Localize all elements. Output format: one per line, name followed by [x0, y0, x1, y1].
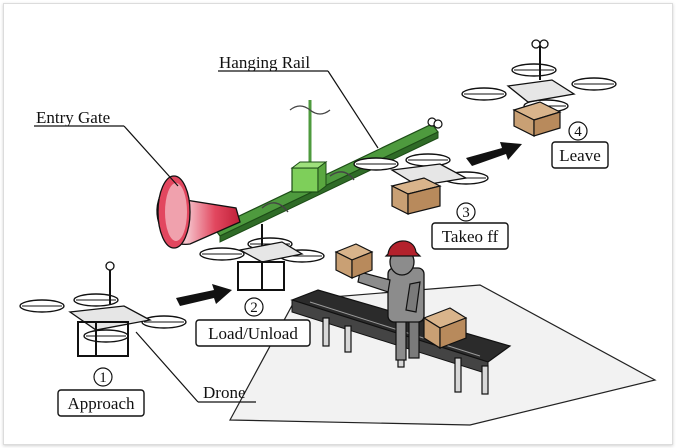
step-2-number: 2 — [250, 300, 258, 316]
step-4-number: 4 — [574, 124, 582, 140]
label-hanging-rail: Hanging Rail — [219, 53, 310, 72]
drone-load-unload — [199, 224, 325, 291]
drone-takeoff — [353, 153, 489, 215]
step-3-number: 3 — [462, 205, 470, 221]
rail-hanger-box — [291, 167, 319, 193]
step-4-label: Leave — [559, 146, 601, 165]
step-2-label: Load/Unload — [208, 324, 298, 343]
arrow-to-step2 — [176, 284, 232, 306]
entry-gate-cone — [156, 175, 241, 249]
label-drone: Drone — [203, 383, 245, 402]
step-3-label: Takeo ff — [442, 227, 499, 246]
step-1-number: 1 — [99, 370, 107, 386]
arrow-to-step4 — [466, 142, 522, 166]
leader-drone — [135, 331, 199, 403]
label-entry-gate: Entry Gate — [36, 108, 110, 127]
parcel-on-conveyor — [422, 307, 468, 350]
drone-approach — [19, 261, 187, 357]
worker — [334, 240, 425, 361]
drone-leave — [461, 39, 617, 137]
step-1-label: Approach — [67, 394, 135, 413]
